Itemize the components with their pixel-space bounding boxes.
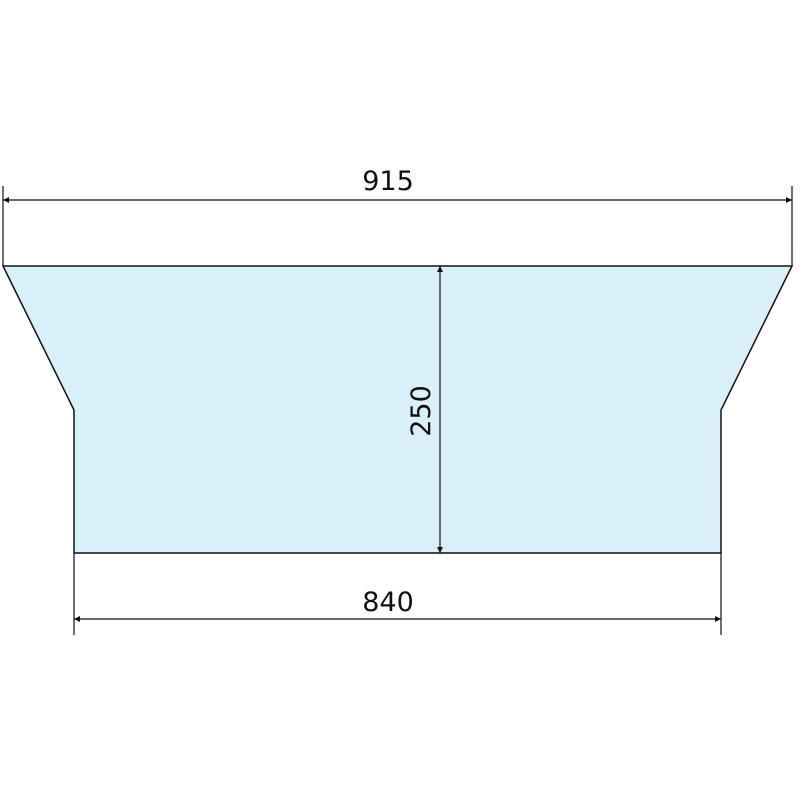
glass-panel-shape xyxy=(1,265,794,554)
top-width-label: 915 xyxy=(362,166,414,197)
bottom-width-label: 840 xyxy=(362,587,414,618)
height-label: 250 xyxy=(406,385,437,437)
